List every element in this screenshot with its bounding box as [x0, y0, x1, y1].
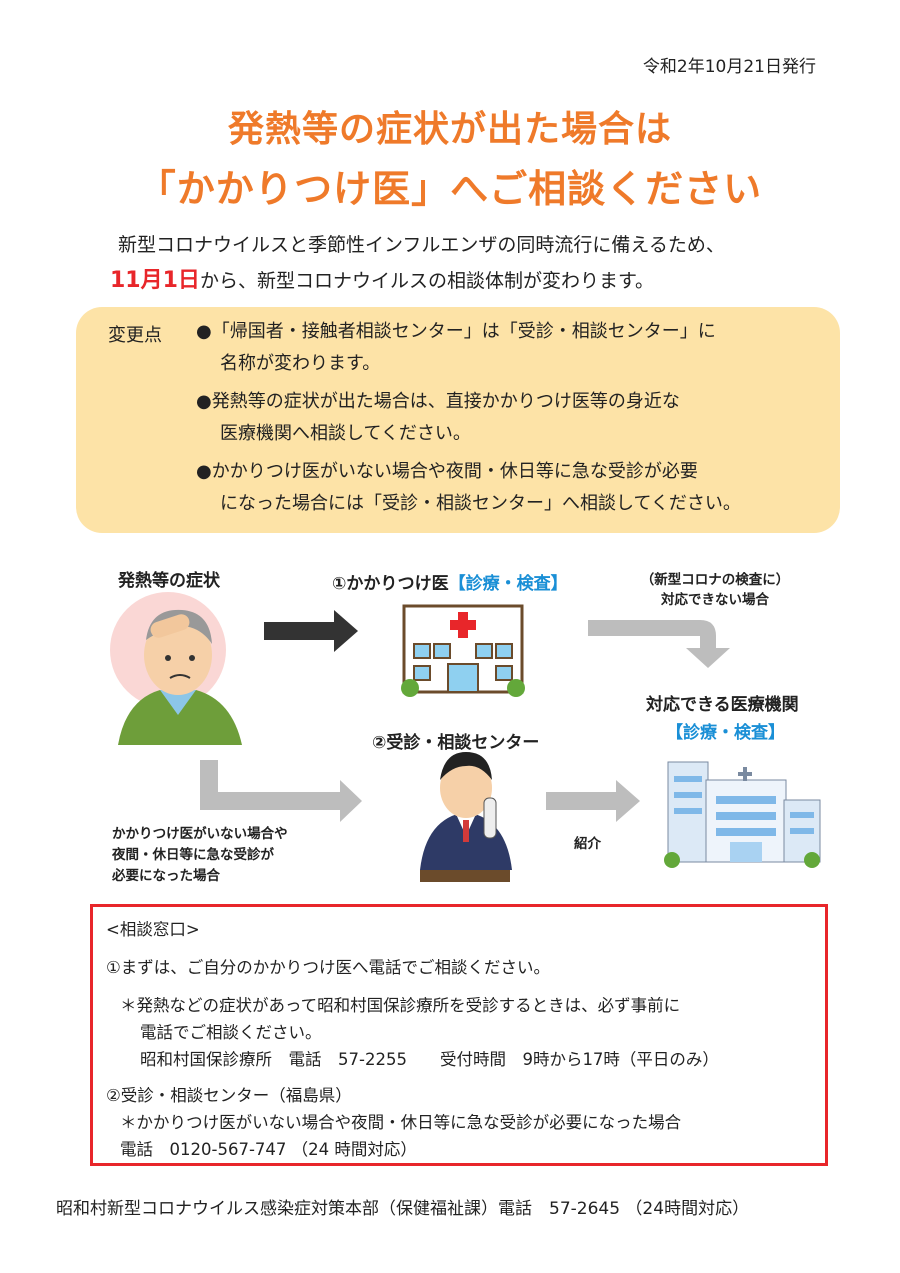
- flow-illustrations: [110, 592, 821, 882]
- change-bullet-2: ●発熱等の症状が出た場合は、直接かかりつけ医等の身近な 医療機関へ相談してくださ…: [196, 386, 680, 450]
- sick-person-icon: [110, 592, 242, 745]
- no-doctor-line2: 夜間・休日等に急な受診が: [112, 847, 274, 863]
- arrow-right-grey-icon: [546, 780, 640, 822]
- cannot-note-line2: 対応できない場合: [661, 592, 769, 608]
- contact-note-1-line2: 電話でご相談ください。: [140, 1023, 322, 1042]
- center-label: ②受診・相談センター: [372, 733, 540, 753]
- change-bullet-1-line2: 名称が変わります。: [220, 353, 381, 374]
- intro-line-1: 新型コロナウイルスと季節性インフルエンザの同時流行に備えるため、: [118, 234, 725, 256]
- symptom-label: 発熱等の症状: [118, 571, 220, 591]
- change-bullet-1-line1: ●「帰国者・接触者相談センター」は「受診・相談センター」に: [196, 321, 716, 342]
- change-bullet-1: ●「帰国者・接触者相談センター」は「受診・相談センター」に 名称が変わります。: [196, 316, 716, 380]
- intro-line-2: 11月1日から、新型コロナウイルスの相談体制が変わります。: [110, 262, 654, 294]
- change-bullet-3-line1: ●かかりつけ医がいない場合や夜間・休日等に急な受診が必要: [196, 461, 698, 482]
- contact-item-1: ①まずは、ご自分のかかりつけ医へ電話でご相談ください。: [106, 958, 550, 977]
- contact-note-1-line1: ＊発熱などの症状があって昭和村国保診療所を受診するときは、必ず事前に: [120, 996, 681, 1015]
- no-doctor-line1: かかりつけ医がいない場合や: [112, 826, 288, 842]
- doctor-heading: ①かかりつけ医【診療・検査】: [332, 569, 568, 594]
- clinic-icon: [401, 604, 525, 697]
- title-line-2: 「かかりつけ医」へご相談ください: [137, 167, 763, 211]
- referral-label: 紹介: [574, 836, 601, 852]
- contact-heading: <相談窓口>: [106, 920, 200, 939]
- changes-box: [76, 307, 840, 533]
- intro-line-2-text: から、新型コロナウイルスの相談体制が変わります。: [199, 270, 655, 292]
- doctor-label: ①かかりつけ医: [332, 574, 449, 594]
- phone-operator-icon: [420, 752, 512, 882]
- start-date: 11月1日: [110, 268, 200, 293]
- no-doctor-note: かかりつけ医がいない場合や 夜間・休日等に急な受診が 必要になった場合: [112, 824, 288, 887]
- clinic-phone-line: 昭和村国保診療所 電話 57-2255 受付時間 9時から17時（平日のみ）: [140, 1050, 719, 1069]
- change-bullet-3: ●かかりつけ医がいない場合や夜間・休日等に急な受診が必要 になった場合には「受診…: [196, 456, 741, 520]
- arrow-down-right-icon: [200, 760, 362, 822]
- change-bullet-2-line2: 医療機関へ相談してください。: [220, 423, 471, 444]
- arrow-curved-down-icon: [588, 620, 730, 668]
- contact-note-2: ＊かかりつけ医がいない場合や夜間・休日等に急な受診が必要になった場合: [120, 1113, 682, 1132]
- change-bullet-2-line1: ●発熱等の症状が出た場合は、直接かかりつけ医等の身近な: [196, 391, 680, 412]
- arrow-right-dark-icon: [264, 610, 358, 652]
- facility-label: 対応できる医療機関: [646, 695, 799, 715]
- title-line-1: 発熱等の症状が出た場合は: [227, 109, 672, 150]
- facility-tag: 【診療・検査】: [666, 723, 785, 743]
- center-phone-line: 電話 0120-567-747 （24 時間対応）: [120, 1140, 417, 1159]
- cannot-note: （新型コロナの検査に） 対応できない場合: [630, 570, 800, 610]
- changes-label: 変更点: [108, 325, 162, 346]
- contact-item-2: ②受診・相談センター（福島県）: [106, 1086, 352, 1105]
- issue-date: 令和2年10月21日発行: [642, 57, 816, 77]
- no-doctor-line3: 必要になった場合: [112, 868, 220, 884]
- doctor-tag: 【診療・検査】: [448, 574, 568, 594]
- contact-box: [90, 904, 828, 1166]
- change-bullet-3-line2: になった場合には「受診・相談センター」へ相談してください。: [220, 493, 741, 514]
- hospital-icon: [664, 761, 821, 868]
- footer: 昭和村新型コロナウイルス感染症対策本部（保健福祉課）電話 57-2645 （24…: [56, 1199, 750, 1219]
- cannot-note-line1: （新型コロナの検査に）: [640, 572, 790, 588]
